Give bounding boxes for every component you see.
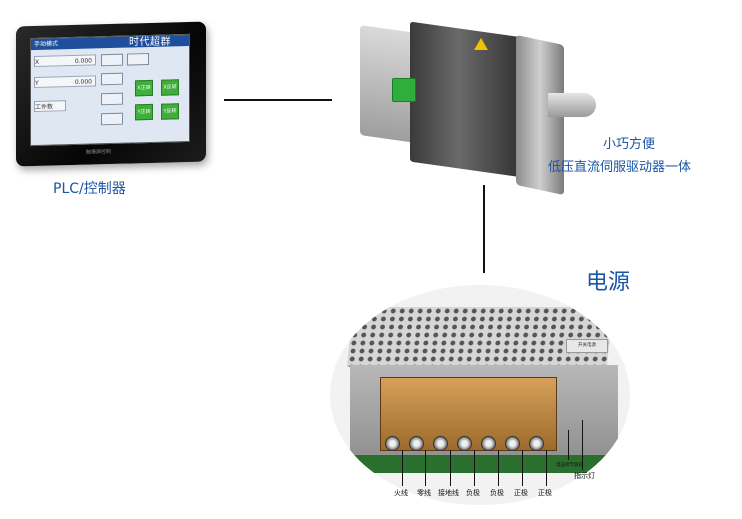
motor-caption-line1: 小巧方便	[603, 133, 655, 152]
hmi-button	[101, 93, 123, 106]
terminal-label-neutral: 零线	[417, 488, 431, 498]
terminal-pointer	[474, 450, 475, 486]
motor-terminal-connector	[392, 78, 416, 102]
servo-motor-body	[410, 22, 530, 179]
indicator-pointer	[582, 420, 583, 470]
hmi-row-count-label: 工件数	[35, 104, 53, 111]
hmi-bottom-text: 触摸屏控制	[86, 148, 111, 156]
terminal-pointer	[546, 450, 547, 486]
hmi-row-y: Y 0.000	[34, 75, 96, 88]
terminal-screw	[457, 436, 472, 451]
terminal-label-live: 火线	[394, 488, 408, 498]
hmi-button	[127, 53, 149, 66]
hmi-button	[101, 73, 123, 86]
terminal-screw	[529, 436, 544, 451]
hmi-button	[101, 54, 123, 67]
connection-line-motor-power	[483, 185, 485, 273]
hmi-row-x-label: X	[35, 59, 39, 66]
hmi-green-button-2: X反转	[161, 79, 179, 95]
plc-caption: PLC/控制器	[53, 178, 126, 198]
hmi-row-count: 工件数	[34, 100, 66, 112]
terminal-label-positive-1: 正极	[514, 488, 528, 498]
terminal-label-ground: 接地线	[438, 488, 459, 498]
voltage-pot-label: 电压调节旋钮	[556, 462, 583, 468]
terminal-screw	[385, 436, 400, 451]
hmi-row-y-value: 0.000	[75, 76, 92, 87]
terminal-screw	[505, 436, 520, 451]
hmi-brand-label: 时代超群	[129, 33, 171, 48]
terminal-label-negative-2: 负极	[490, 488, 504, 498]
power-caption: 电源	[586, 264, 630, 296]
motor-caption-line2: 低压直流伺服驱动器一体	[548, 156, 691, 175]
warning-icon	[474, 38, 488, 50]
terminal-pointer	[402, 450, 403, 486]
hmi-row-y-label: Y	[35, 80, 39, 87]
terminal-pointer	[425, 450, 426, 486]
hmi-green-button-1: X正转	[135, 80, 153, 96]
hmi-button	[101, 113, 123, 126]
psu-terminal-block	[380, 377, 557, 451]
hmi-row-x-value: 0.000	[75, 55, 92, 66]
hmi-screen: 手动模式 X 0.000 Y 0.000 工件数 X正转 X反转 Y正转 Y反转	[30, 34, 190, 146]
terminal-pointer	[498, 450, 499, 486]
servo-motor-shaft	[548, 93, 596, 117]
hmi-green-button-3: Y正转	[135, 104, 153, 120]
indicator-light-label: 指示灯	[574, 471, 595, 481]
psu-vent-grille	[347, 307, 613, 367]
terminal-screw	[481, 436, 496, 451]
terminal-label-negative-1: 负极	[466, 488, 480, 498]
terminal-pointer	[522, 450, 523, 486]
terminal-pointer	[450, 450, 451, 486]
terminal-screw	[409, 436, 424, 451]
plc-controller-image: 手动模式 X 0.000 Y 0.000 工件数 X正转 X反转 Y正转 Y反转…	[16, 22, 206, 167]
pot-pointer	[568, 430, 569, 460]
psu-label-plate: 开关电源	[566, 339, 608, 353]
hmi-row-x: X 0.000	[34, 54, 96, 67]
terminal-screw	[433, 436, 448, 451]
terminal-label-positive-2: 正极	[538, 488, 552, 498]
hmi-green-button-4: Y反转	[161, 103, 179, 119]
connection-line-plc-motor	[224, 99, 332, 101]
